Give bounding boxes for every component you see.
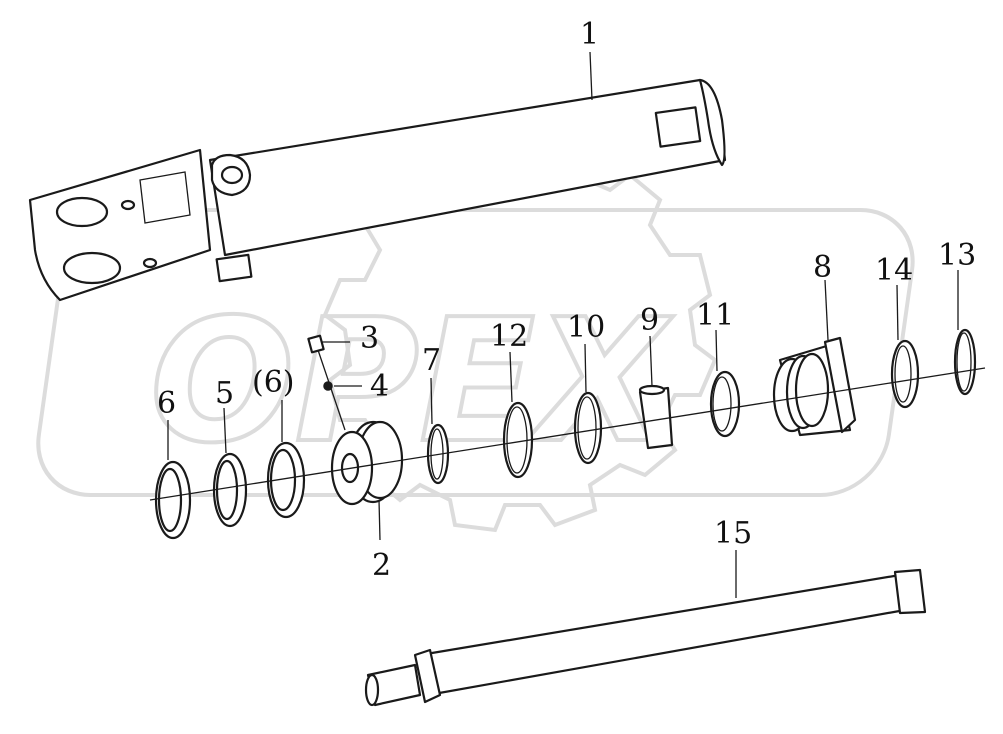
label-part-7: 7 — [422, 343, 441, 378]
seal-11 — [709, 370, 741, 438]
dust-seal-14 — [890, 339, 920, 409]
piston — [330, 420, 404, 541]
label-part-15: 15 — [714, 516, 752, 551]
guide-sleeve-8 — [772, 336, 857, 437]
label-part-14: 14 — [875, 253, 913, 288]
label-part-6: 6 — [157, 386, 176, 421]
label-part-10: 10 — [567, 310, 605, 345]
label-part-5: 5 — [215, 376, 234, 411]
label-part-6-repeat: (6) — [252, 365, 295, 400]
set-screw — [307, 334, 350, 431]
label-part-1: 1 — [580, 17, 599, 52]
o-ring-10 — [573, 391, 603, 465]
part-labels: 1 2 3 4 5 6 (6) 7 8 9 10 11 12 13 14 15 — [157, 17, 976, 583]
support-ring-repeat — [266, 441, 306, 519]
label-part-12: 12 — [490, 319, 528, 354]
label-part-9: 9 — [640, 303, 659, 338]
leader-lines — [167, 51, 959, 460]
support-ring — [154, 460, 192, 540]
cylinder-barrel — [28, 78, 727, 302]
label-part-8: 8 — [813, 250, 832, 285]
label-part-13: 13 — [938, 238, 976, 273]
label-part-2: 2 — [372, 548, 391, 583]
assembly-axis — [149, 367, 986, 501]
label-part-11: 11 — [696, 298, 734, 333]
piston-rod — [364, 550, 927, 707]
label-part-4: 4 — [370, 369, 389, 404]
steel-ball — [323, 381, 362, 391]
seal-ring — [212, 452, 248, 528]
label-part-3: 3 — [360, 321, 379, 356]
retaining-ring-13 — [953, 328, 977, 396]
